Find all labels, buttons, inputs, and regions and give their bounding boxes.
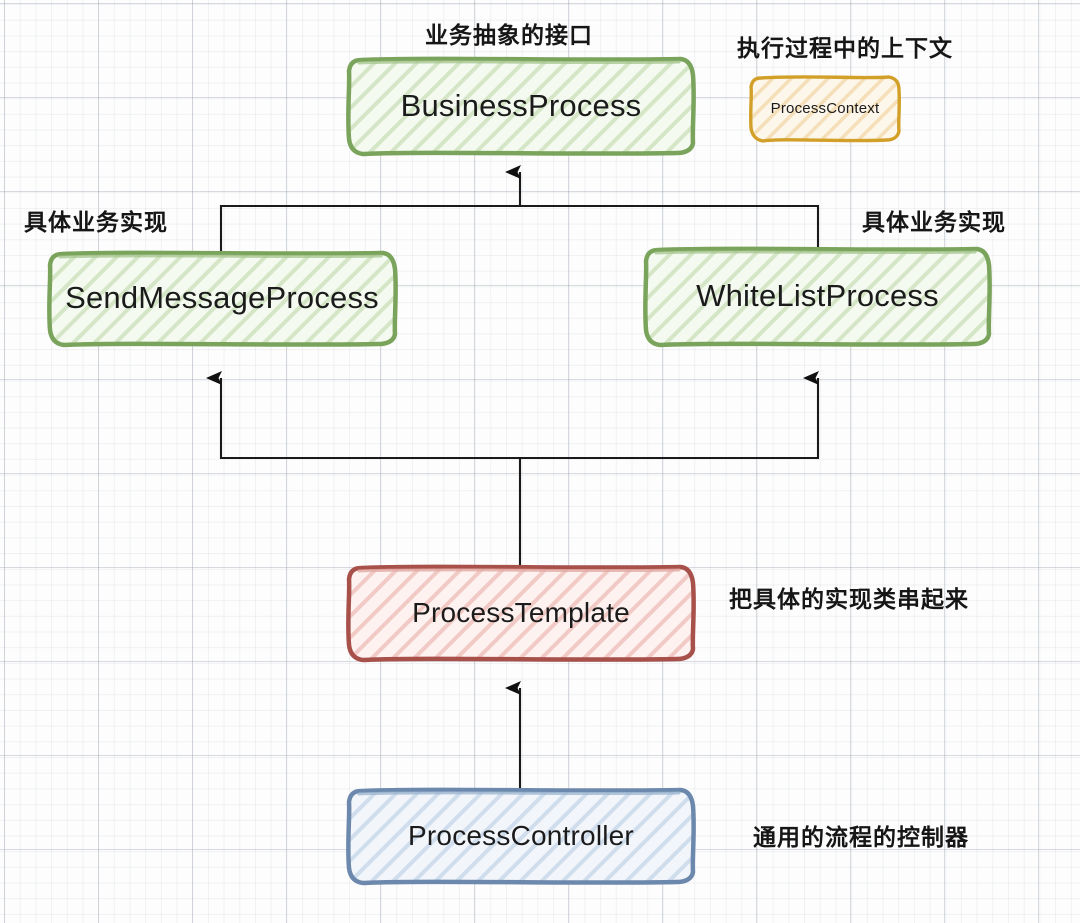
node-business-process[interactable]: BusinessProcess (346, 56, 696, 157)
node-process-controller[interactable]: ProcessController (346, 787, 696, 886)
process-context-label: ProcessContext (770, 99, 880, 117)
process-template-label: ProcessTemplate (412, 596, 630, 628)
process-controller-label: ProcessController (408, 819, 634, 851)
white-list-process-label: WhiteListProcess (696, 278, 939, 313)
node-send-message-process[interactable]: SendMessageProcess (47, 250, 398, 348)
annot-send-message-process: 具体业务实现 (24, 210, 168, 236)
business-process-sketch-border (346, 56, 696, 157)
annot-process-template: 把具体的实现类串起来 (729, 587, 969, 613)
node-process-context[interactable]: ProcessContext (749, 75, 901, 143)
annot-white-list-process: 具体业务实现 (862, 210, 1006, 236)
annot-process-context: 执行过程中的上下文 (737, 36, 953, 62)
annot-process-controller: 通用的流程的控制器 (753, 825, 969, 851)
node-process-template[interactable]: ProcessTemplate (346, 564, 696, 663)
send-message-process-sketch-border (47, 250, 398, 348)
process-controller-sketch-border (346, 787, 696, 886)
business-process-label: BusinessProcess (400, 87, 642, 123)
process-template-sketch-border (346, 564, 696, 663)
connector-template-to-subclasses (206, 371, 820, 566)
node-white-list-process[interactable]: WhiteListProcess (643, 246, 992, 348)
send-message-process-label: SendMessageProcess (65, 280, 379, 315)
process-context-sketch-border (749, 75, 901, 143)
annot-business-process: 业务抽象的接口 (425, 23, 593, 49)
white-list-process-sketch-border (643, 246, 992, 348)
